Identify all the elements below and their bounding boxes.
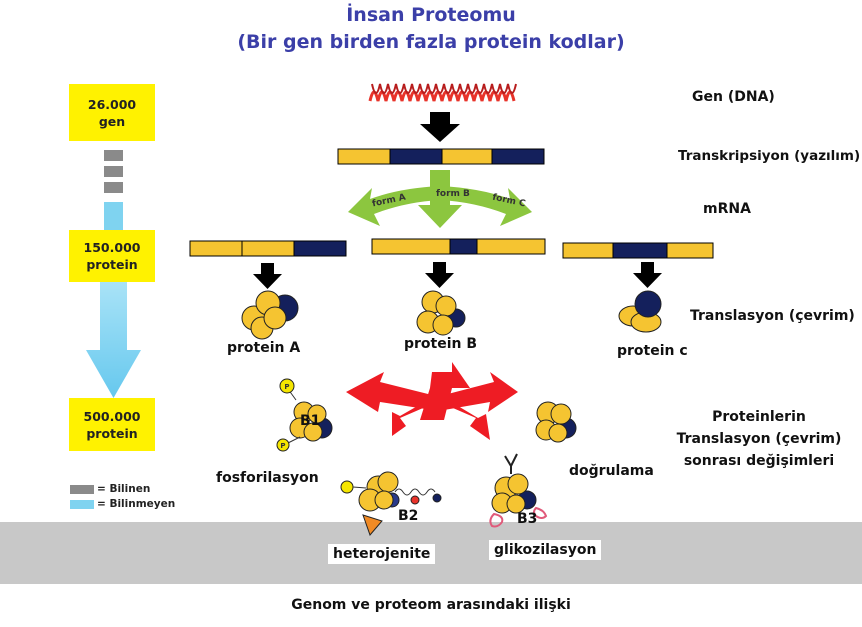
box-protein-count-2: 500.000 protein: [69, 398, 155, 451]
label-b2: B2: [398, 508, 419, 524]
label-post-translation: Proteinlerin Translasyon (çevrim) sonras…: [664, 406, 854, 472]
page-subtitle: (Bir gen birden fazla protein kodlar): [237, 31, 625, 53]
arrow-translation-c: [633, 262, 662, 288]
p-mark-1: P: [284, 383, 289, 391]
protein-folding-shape: [535, 401, 577, 443]
protein-count-1-value: 150.000: [83, 240, 141, 255]
label-glycosylation: glikozilasyon: [489, 540, 602, 560]
known-blocks: [104, 150, 123, 193]
label-folding: doğrulama: [569, 463, 654, 479]
protein-count-2-unit: protein: [86, 425, 138, 441]
label-protein-b: protein B: [404, 336, 478, 352]
legend: = Bilinen = Bilinmeyen: [70, 483, 175, 510]
page-title: İnsan Proteomu: [346, 4, 516, 26]
protein-count-2-value: 500.000: [83, 408, 141, 424]
arrow-dna-to-transcript: [420, 112, 460, 142]
protein-c-shape: [618, 290, 662, 333]
red-arrows: [346, 362, 518, 440]
arrow-translation-a: [253, 263, 282, 289]
figure-caption: Genom ve proteom arasındaki ilişki: [291, 597, 571, 613]
mrna-c: [562, 242, 714, 259]
label-mrna: mRNA: [703, 201, 751, 217]
protein-b1-shape: [276, 378, 333, 452]
box-gene-count: 26.000 gen: [69, 84, 155, 141]
label-protein-a: protein A: [227, 340, 301, 356]
legend-label-unknown: = Bilinmeyen: [97, 498, 176, 510]
protein-a-shape: [241, 290, 299, 340]
mrna-b: [371, 238, 546, 255]
protein-b-shape: [416, 290, 466, 336]
gene-count-value: 26.000: [87, 96, 137, 112]
legend-swatch-unknown: [70, 499, 94, 509]
label-post-line3: sonrası değişimleri: [683, 453, 835, 469]
arrow-translation-b: [425, 262, 454, 288]
legend-swatch-known: [70, 484, 94, 494]
gene-count-unit: gen: [98, 113, 126, 129]
protein-b3-shape: [489, 473, 548, 528]
label-protein-c: protein c: [617, 343, 688, 359]
primary-transcript: [337, 148, 545, 165]
label-post-line1: Proteinlerin: [712, 409, 806, 425]
protein-count-1-unit: protein: [86, 257, 138, 272]
label-phosphorylation: fosforilasyon: [216, 470, 319, 486]
splicing-arrows: [348, 170, 532, 228]
label-transcription: Transkripsiyon (yazılım): [678, 148, 861, 164]
protein-b2-shape: [340, 471, 442, 536]
label-post-line2: Translasyon (çevrim): [676, 431, 842, 447]
legend-item-unknown: = Bilinmeyen: [70, 498, 175, 510]
mrna-a: [189, 240, 347, 257]
label-heterogeneity: heterojenite: [328, 544, 436, 564]
y-glyph: [504, 453, 518, 474]
label-b1: B1: [300, 413, 321, 429]
unknown-arrow: [86, 282, 141, 398]
label-b3: B3: [517, 511, 538, 527]
label-gene-dna: Gen (DNA): [692, 89, 775, 105]
label-form-b: form B: [436, 189, 470, 199]
label-translation: Translasyon (çevrim): [690, 308, 855, 324]
box-protein-count-1: 150.000 protein: [69, 230, 155, 282]
legend-item-known: = Bilinen: [70, 483, 175, 495]
unknown-block: [104, 202, 123, 230]
p-mark-2: P: [280, 442, 285, 450]
legend-label-known: = Bilinen: [97, 483, 151, 495]
dna-helix: [368, 83, 517, 102]
